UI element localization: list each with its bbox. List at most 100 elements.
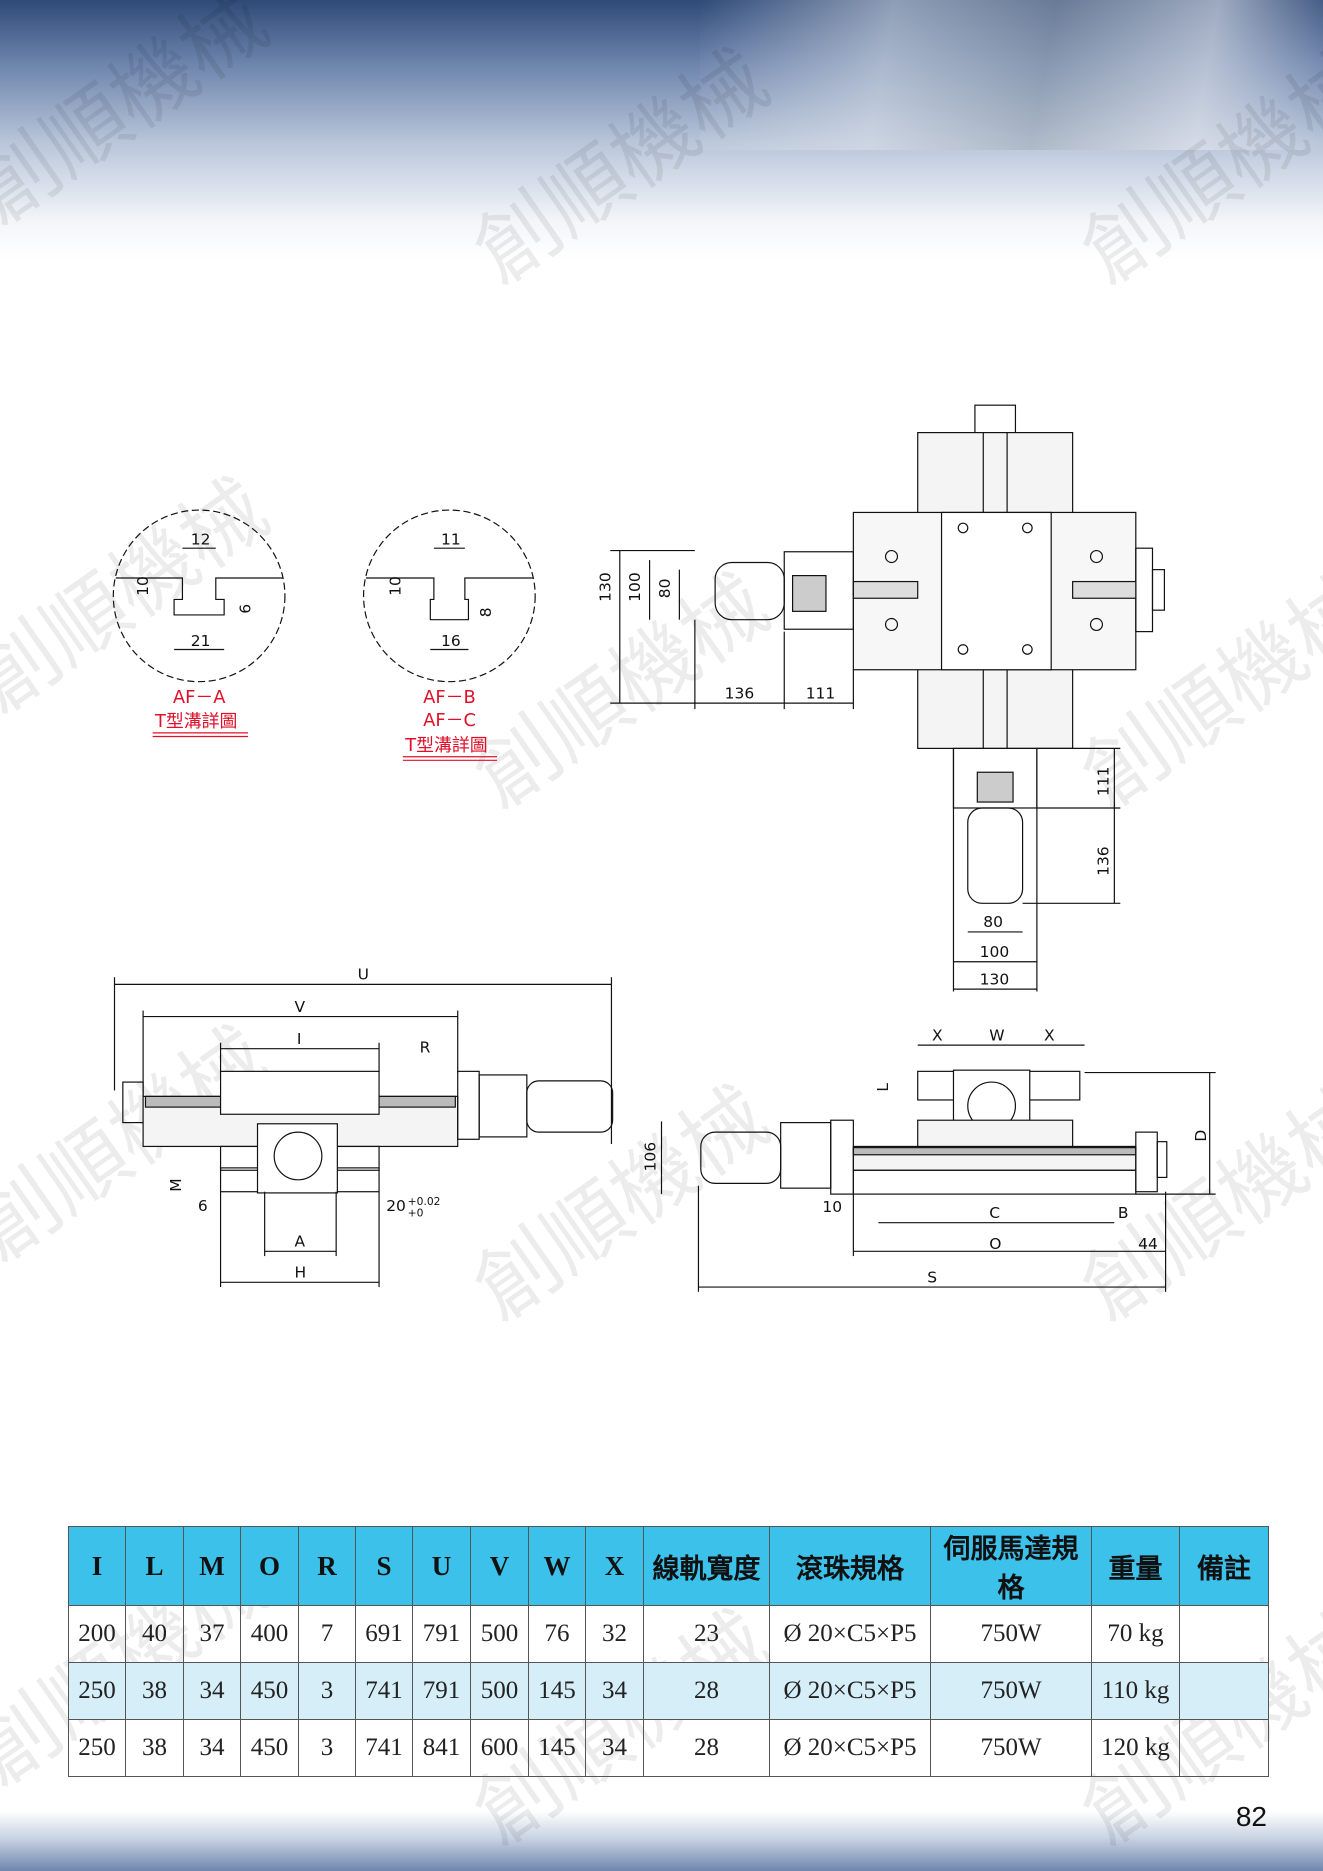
col-header: 滾珠規格 xyxy=(769,1526,931,1606)
col-header: O xyxy=(240,1526,299,1606)
dim-S: S xyxy=(927,1268,937,1286)
col-header: R xyxy=(298,1526,356,1606)
dim-tol-upper: +0.02 xyxy=(408,1195,441,1208)
dim-V: V xyxy=(294,998,305,1016)
dim-X-left: X xyxy=(932,1026,943,1044)
table-cell: 37 xyxy=(183,1605,241,1663)
tslot-detail-bc: 11 16 10 8 AF－B AF－C T型溝詳圖 xyxy=(362,509,536,761)
col-header: I xyxy=(68,1526,126,1606)
table-cell: 750W xyxy=(930,1719,1092,1777)
table-cell: 145 xyxy=(528,1662,586,1720)
col-header: W xyxy=(528,1526,586,1606)
watermark: 創順機械 xyxy=(0,0,285,243)
dim-6: 6 xyxy=(198,1197,208,1215)
table-cell: 450 xyxy=(240,1719,299,1777)
col-header: V xyxy=(470,1526,529,1606)
dim-W: W xyxy=(989,1026,1004,1044)
table-cell: 28 xyxy=(643,1719,770,1777)
dim-106: 106 xyxy=(642,1142,660,1172)
table-cell: 450 xyxy=(240,1662,299,1720)
table-cell: 500 xyxy=(470,1605,529,1663)
dim-100-h: 100 xyxy=(980,943,1010,961)
tslot-model-b: AF－B xyxy=(423,687,476,708)
table-cell: 34 xyxy=(585,1662,644,1720)
dim-tol-lower: +0 xyxy=(408,1207,424,1220)
dim-slot-height: 8 xyxy=(477,607,495,617)
dim-136: 136 xyxy=(725,684,755,702)
table-cell: 32 xyxy=(585,1605,644,1663)
col-header: 線軌寬度 xyxy=(643,1526,770,1606)
table-cell: 120 kg xyxy=(1091,1719,1180,1777)
table-cell: 600 xyxy=(470,1719,529,1777)
dim-C: C xyxy=(989,1204,1000,1222)
dim-U: U xyxy=(358,966,369,984)
table-cell: 34 xyxy=(183,1719,241,1777)
table-cell: Ø 20×C5×P5 xyxy=(769,1662,931,1720)
dim-D: D xyxy=(1192,1130,1210,1142)
table-cell: 200 xyxy=(68,1605,126,1663)
table-cell: 500 xyxy=(470,1662,529,1720)
table-header-row: I L M O R S U V W X 線軌寬度 滾珠規格 伺服馬達規格 重量 … xyxy=(68,1526,1269,1606)
col-header: X xyxy=(585,1526,644,1606)
table-cell: 250 xyxy=(68,1662,126,1720)
dim-O: O xyxy=(989,1235,1001,1253)
table-cell xyxy=(1179,1719,1269,1777)
watermark: 創順機械 xyxy=(0,461,285,732)
watermark: 創順機械 xyxy=(456,32,785,303)
watermark: 創順機械 xyxy=(1064,32,1323,303)
table-cell: 110 kg xyxy=(1091,1662,1180,1720)
table-cell: Ø 20×C5×P5 xyxy=(769,1605,931,1663)
table-cell: 34 xyxy=(585,1719,644,1777)
table-cell: 3 xyxy=(298,1662,356,1720)
table-cell: 791 xyxy=(412,1662,471,1720)
table-cell: Ø 20×C5×P5 xyxy=(769,1719,931,1777)
col-header: L xyxy=(125,1526,184,1606)
table-cell: 34 xyxy=(183,1662,241,1720)
table-cell: 750W xyxy=(930,1662,1092,1720)
table-cell xyxy=(1179,1662,1269,1720)
table-cell: 145 xyxy=(528,1719,586,1777)
dim-10: 10 xyxy=(822,1198,842,1216)
dim-H: H xyxy=(294,1264,306,1282)
table-cell: 40 xyxy=(125,1605,184,1663)
col-header: 重量 xyxy=(1091,1526,1180,1606)
table-cell: 70 kg xyxy=(1091,1605,1180,1663)
dim-B: B xyxy=(1118,1204,1129,1222)
table-cell: 750W xyxy=(930,1605,1092,1663)
dim-80: 80 xyxy=(656,579,674,599)
dim-44: 44 xyxy=(1138,1235,1158,1253)
tslot-model-c: AF－C xyxy=(423,710,476,731)
col-header: 伺服馬達規格 xyxy=(930,1526,1092,1606)
dim-top-width: 12 xyxy=(191,531,211,549)
dim-depth: 10 xyxy=(387,576,405,596)
table-cell: 741 xyxy=(355,1719,413,1777)
watermark: 創順機械 xyxy=(456,1068,785,1339)
dim-136-v: 136 xyxy=(1094,846,1112,876)
watermark: 創順機械 xyxy=(1064,1068,1323,1339)
page-number: 82 xyxy=(1235,1801,1267,1832)
table-cell: 38 xyxy=(125,1719,184,1777)
dim-depth: 10 xyxy=(134,576,152,596)
dim-111: 111 xyxy=(806,684,836,702)
footer-band xyxy=(0,1811,1323,1871)
table-cell: 400 xyxy=(240,1605,299,1663)
spec-table: I L M O R S U V W X 線軌寬度 滾珠規格 伺服馬達規格 重量 … xyxy=(68,1526,1269,1777)
dim-A: A xyxy=(294,1233,305,1251)
table-cell: 3 xyxy=(298,1719,356,1777)
dim-M: M xyxy=(167,1178,185,1191)
table-cell: 23 xyxy=(643,1605,770,1663)
dim-tol-base: 20 xyxy=(386,1197,406,1215)
dim-100: 100 xyxy=(626,572,644,602)
dim-130: 130 xyxy=(596,572,614,602)
dim-top-width: 11 xyxy=(441,531,461,549)
col-header: U xyxy=(412,1526,471,1606)
dim-I: I xyxy=(297,1030,302,1048)
tslot-title-bc: T型溝詳圖 xyxy=(404,735,487,756)
table-cell: 841 xyxy=(412,1719,471,1777)
col-header: M xyxy=(183,1526,241,1606)
dim-bottom-width: 21 xyxy=(191,632,211,650)
dim-130-h: 130 xyxy=(980,970,1010,988)
dim-80-h: 80 xyxy=(983,913,1003,931)
